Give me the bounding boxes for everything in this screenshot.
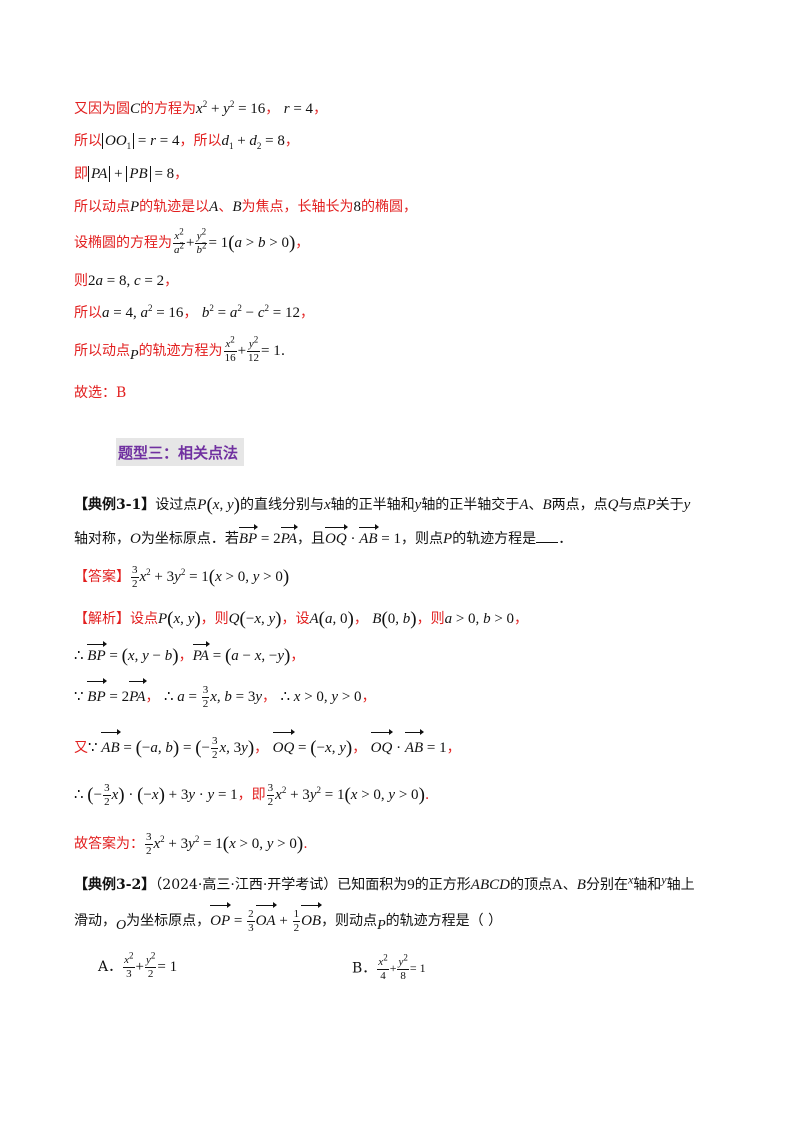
- example-3-1-line-1: 【典例3-1】设过点P(x, y)的直线分别与x轴的正半轴和y轴的正半轴交于A、…: [74, 494, 691, 516]
- text-line: 则2a = 8, c = 2，: [74, 273, 179, 289]
- text-line: 又因为圆C的方程为x2 + y2 = 16， r = 4，: [74, 99, 328, 118]
- analysis-line-1: 【解析】设点P(x, y)，则Q(−x, y)，设A(a, 0)， B(0, b…: [74, 608, 529, 630]
- text-line: 故选：B: [74, 385, 127, 401]
- example-3-1-line-2: 轴对称，O为坐标原点．若BP = 2PA，且OQ · AB = 1，则点P的轨迹…: [74, 524, 572, 550]
- section-title: 题型三：相关点法: [116, 438, 245, 466]
- example-3-2-line-1: 【典例3-2】（2024·高三·江西·开学考试）已知面积为9的正方形ABCD的顶…: [74, 872, 695, 893]
- text-line: 所以a = 4, a2 = 16， b2 = a2 − c2 = 12，: [74, 303, 314, 322]
- text-line: 所以动点P的轨迹是以A、B为焦点，长轴长为8的椭圆，: [74, 199, 418, 215]
- analysis-line-2: ∴ BP = (x, y − b)，PA = (a − x, −y)，: [74, 641, 305, 667]
